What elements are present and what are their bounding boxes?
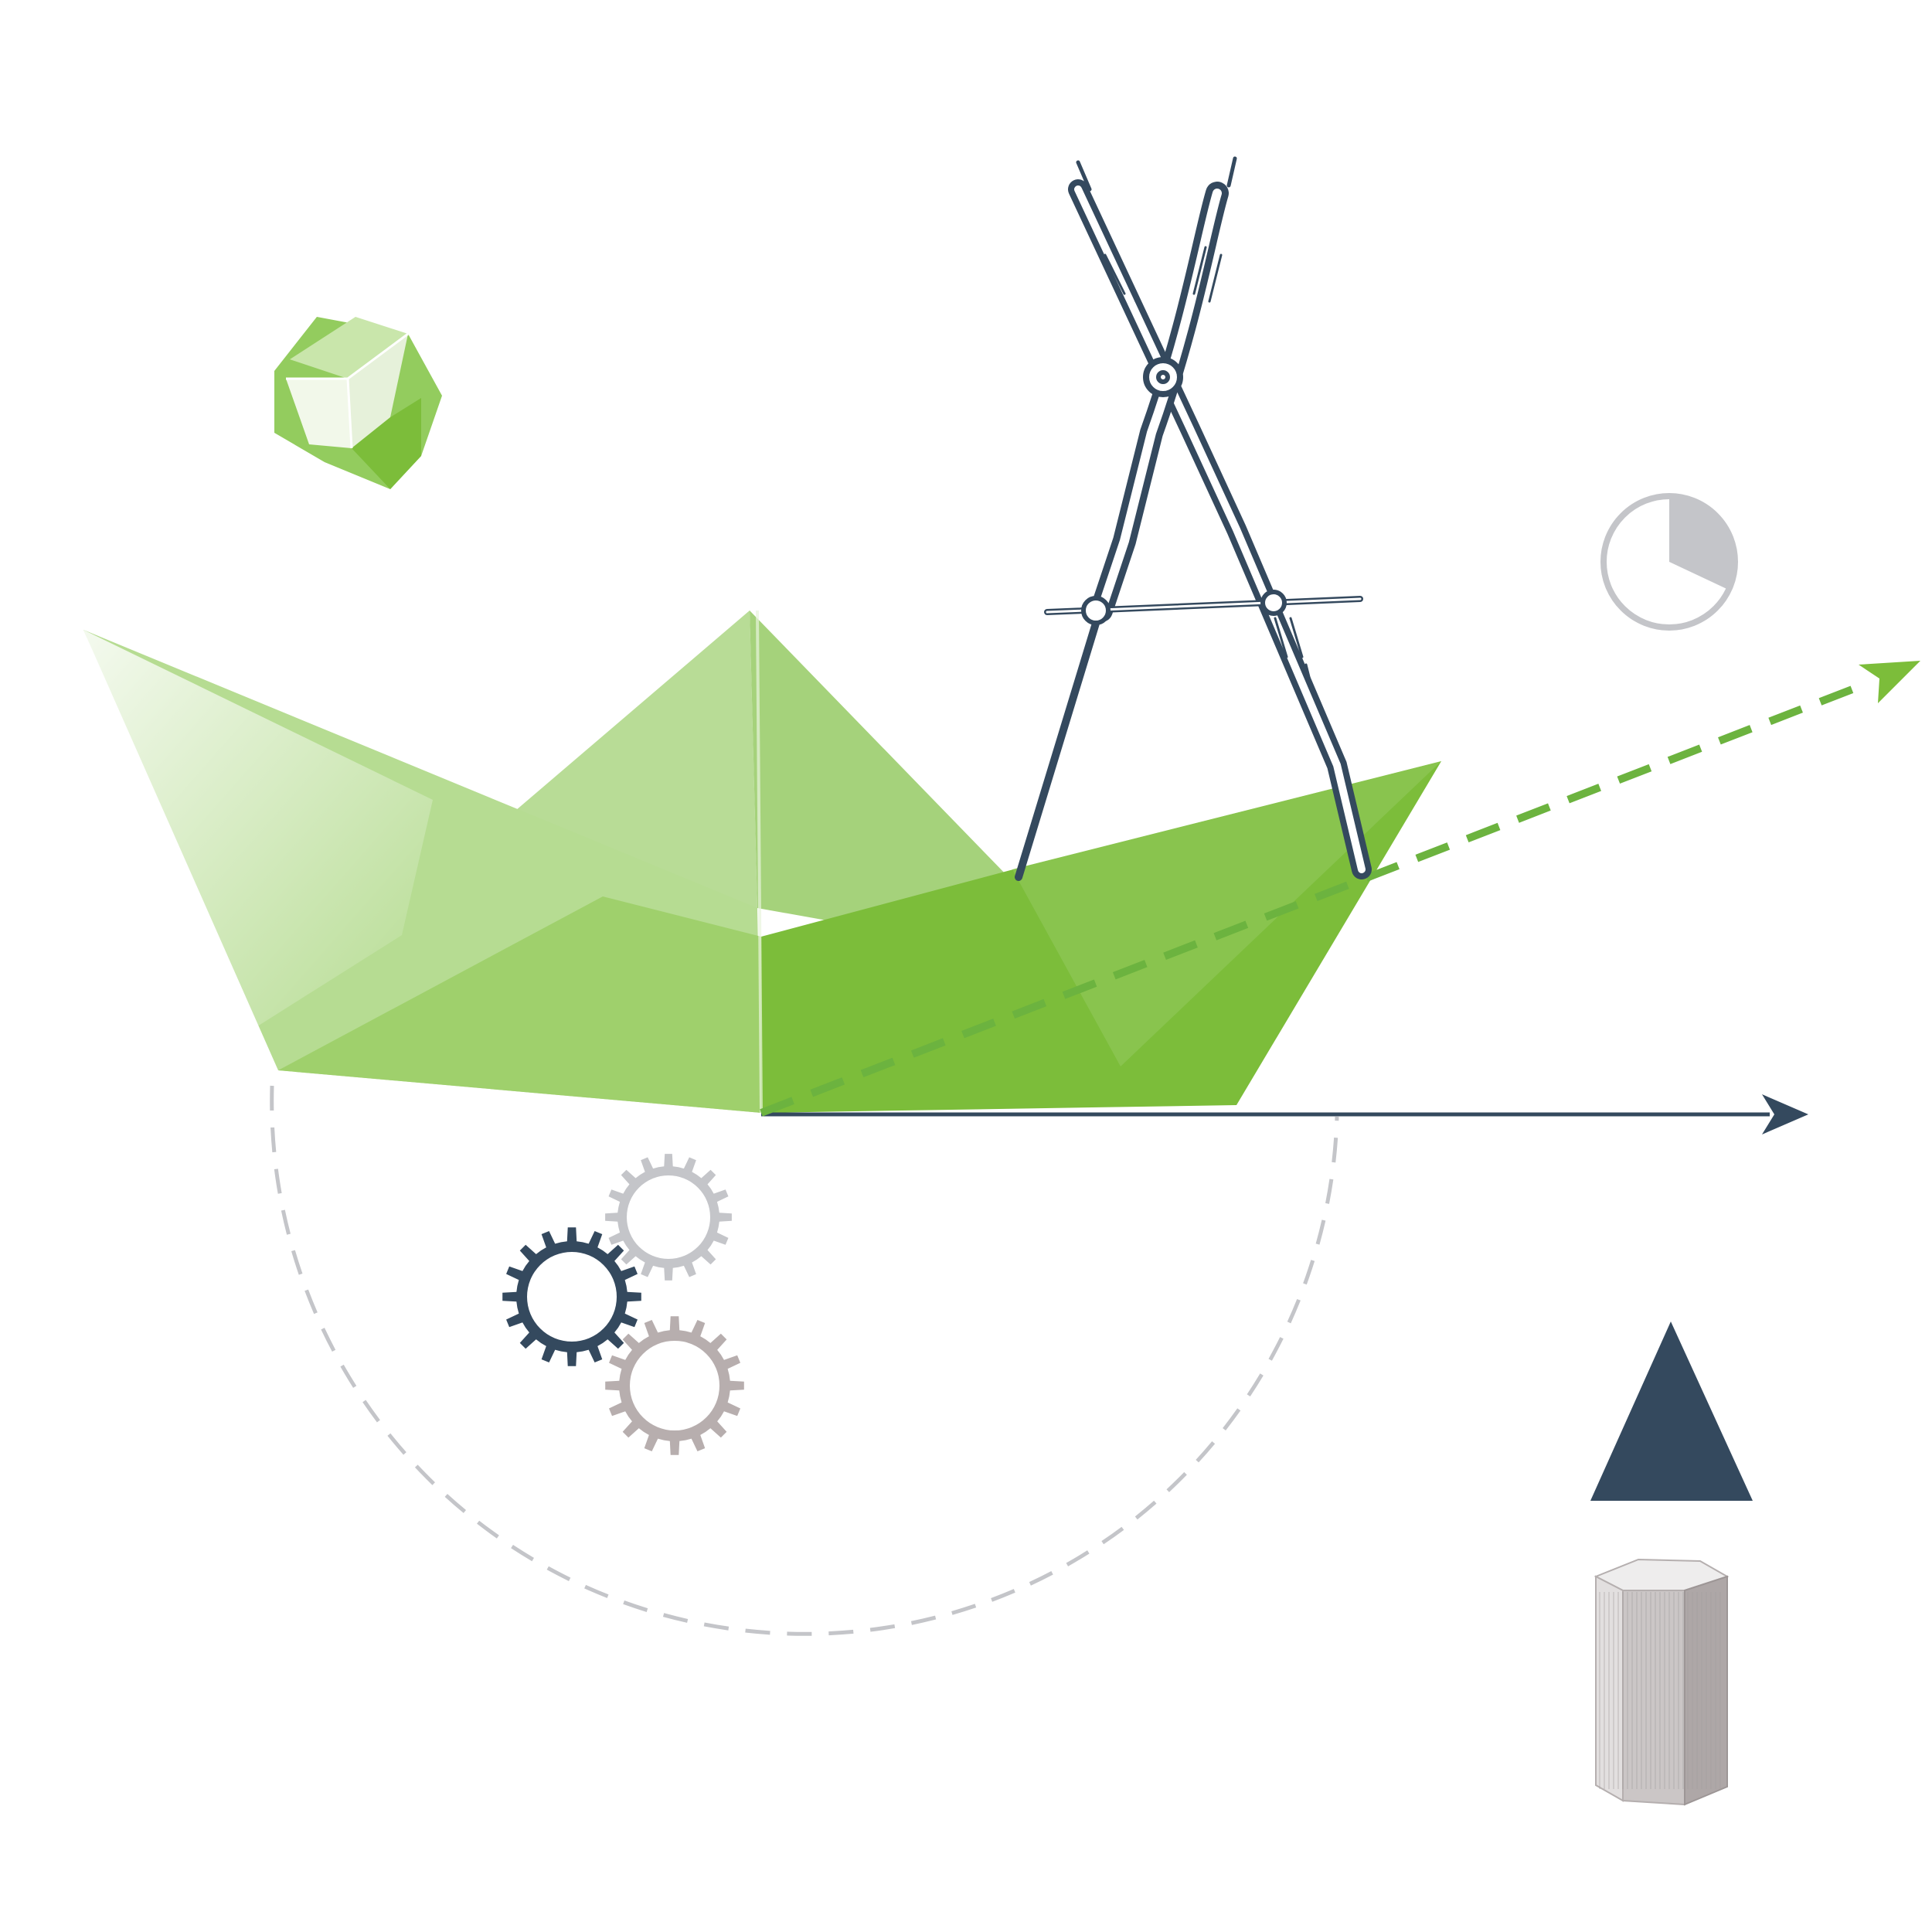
hexagonal-prism-illustration <box>1594 1558 1730 1806</box>
navy-triangle-shape <box>1590 1321 1753 1501</box>
gear-mauve <box>605 1316 744 1455</box>
paper-boat-illustration <box>83 610 1441 1114</box>
drawing-compass-illustration <box>1015 156 1372 881</box>
dashed-orbit-arc <box>270 1085 1339 1636</box>
pie-slice <box>1669 496 1735 590</box>
solid-direction-arrow <box>761 1094 1808 1134</box>
green-polyhedron-illustration <box>274 317 442 489</box>
gear-navy <box>502 1227 641 1366</box>
gear-light-gray <box>605 1154 732 1281</box>
dashed-vector-arrow <box>760 661 1920 1117</box>
boat-hull-right-shade <box>1012 761 1441 1066</box>
boat-center-crease <box>756 610 763 1114</box>
pie-chart-icon <box>1600 493 1738 631</box>
boat-hull-left-highlight <box>83 630 433 1028</box>
boat-sail-right <box>750 611 1009 927</box>
boat-hull-center <box>278 896 761 1113</box>
